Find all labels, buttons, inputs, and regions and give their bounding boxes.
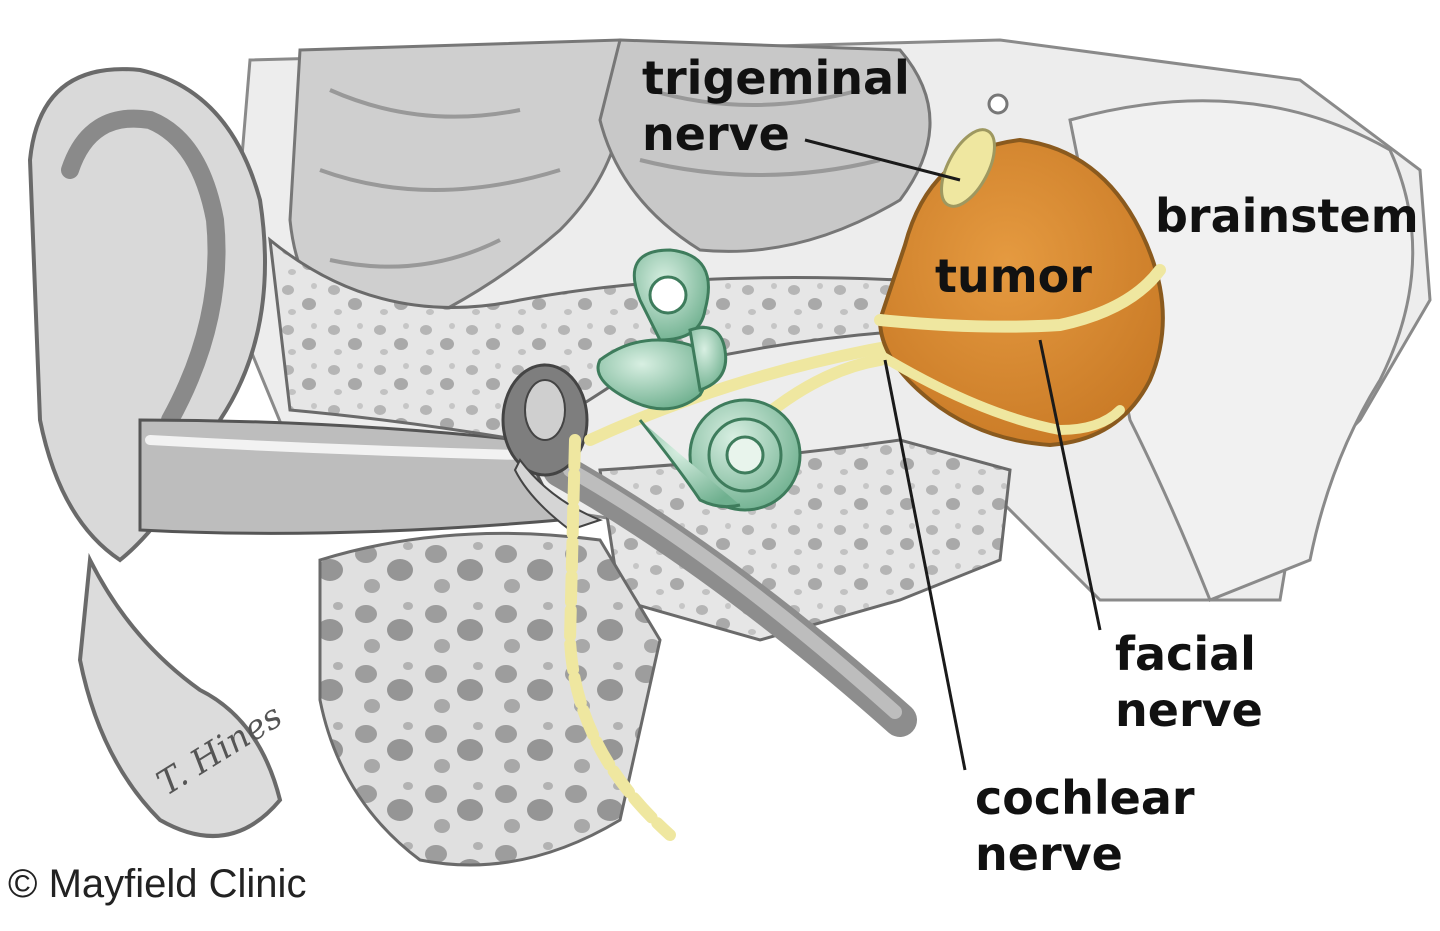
facial-nerve-descending — [563, 434, 676, 841]
brainstem-shape — [1068, 99, 1415, 602]
temporal-bone — [268, 236, 923, 442]
trigeminal-pointer — [804, 138, 961, 182]
trigeminal-label-line1: trigeminal — [642, 51, 910, 105]
trigeminal-nerve — [940, 128, 996, 208]
copyright-credit: © Mayfield Clinic — [8, 862, 307, 906]
trigeminal-label: trigeminal nerve — [642, 50, 910, 162]
tumor-mass — [877, 137, 1165, 448]
facial-pointer — [1038, 339, 1102, 631]
cochlear-label: cochlear nerve — [975, 770, 1195, 882]
earlobe — [77, 552, 283, 838]
mastoid-bone — [318, 531, 662, 867]
facial-label: facial nerve — [1115, 626, 1263, 738]
brainstem-label: brainstem — [1155, 189, 1419, 243]
facial-nerve-over-tumor — [874, 264, 1166, 333]
facial-label-line2: nerve — [1115, 683, 1263, 737]
trigeminal-label-line2: nerve — [642, 107, 790, 161]
facial-label-line1: facial — [1115, 627, 1256, 681]
tumor-label: tumor — [935, 249, 1092, 303]
cochlear-pointer — [883, 359, 967, 771]
inner-ear — [596, 248, 802, 512]
cochlear-label-line1: cochlear — [975, 771, 1195, 825]
cochlear-label-line2: nerve — [975, 827, 1123, 881]
